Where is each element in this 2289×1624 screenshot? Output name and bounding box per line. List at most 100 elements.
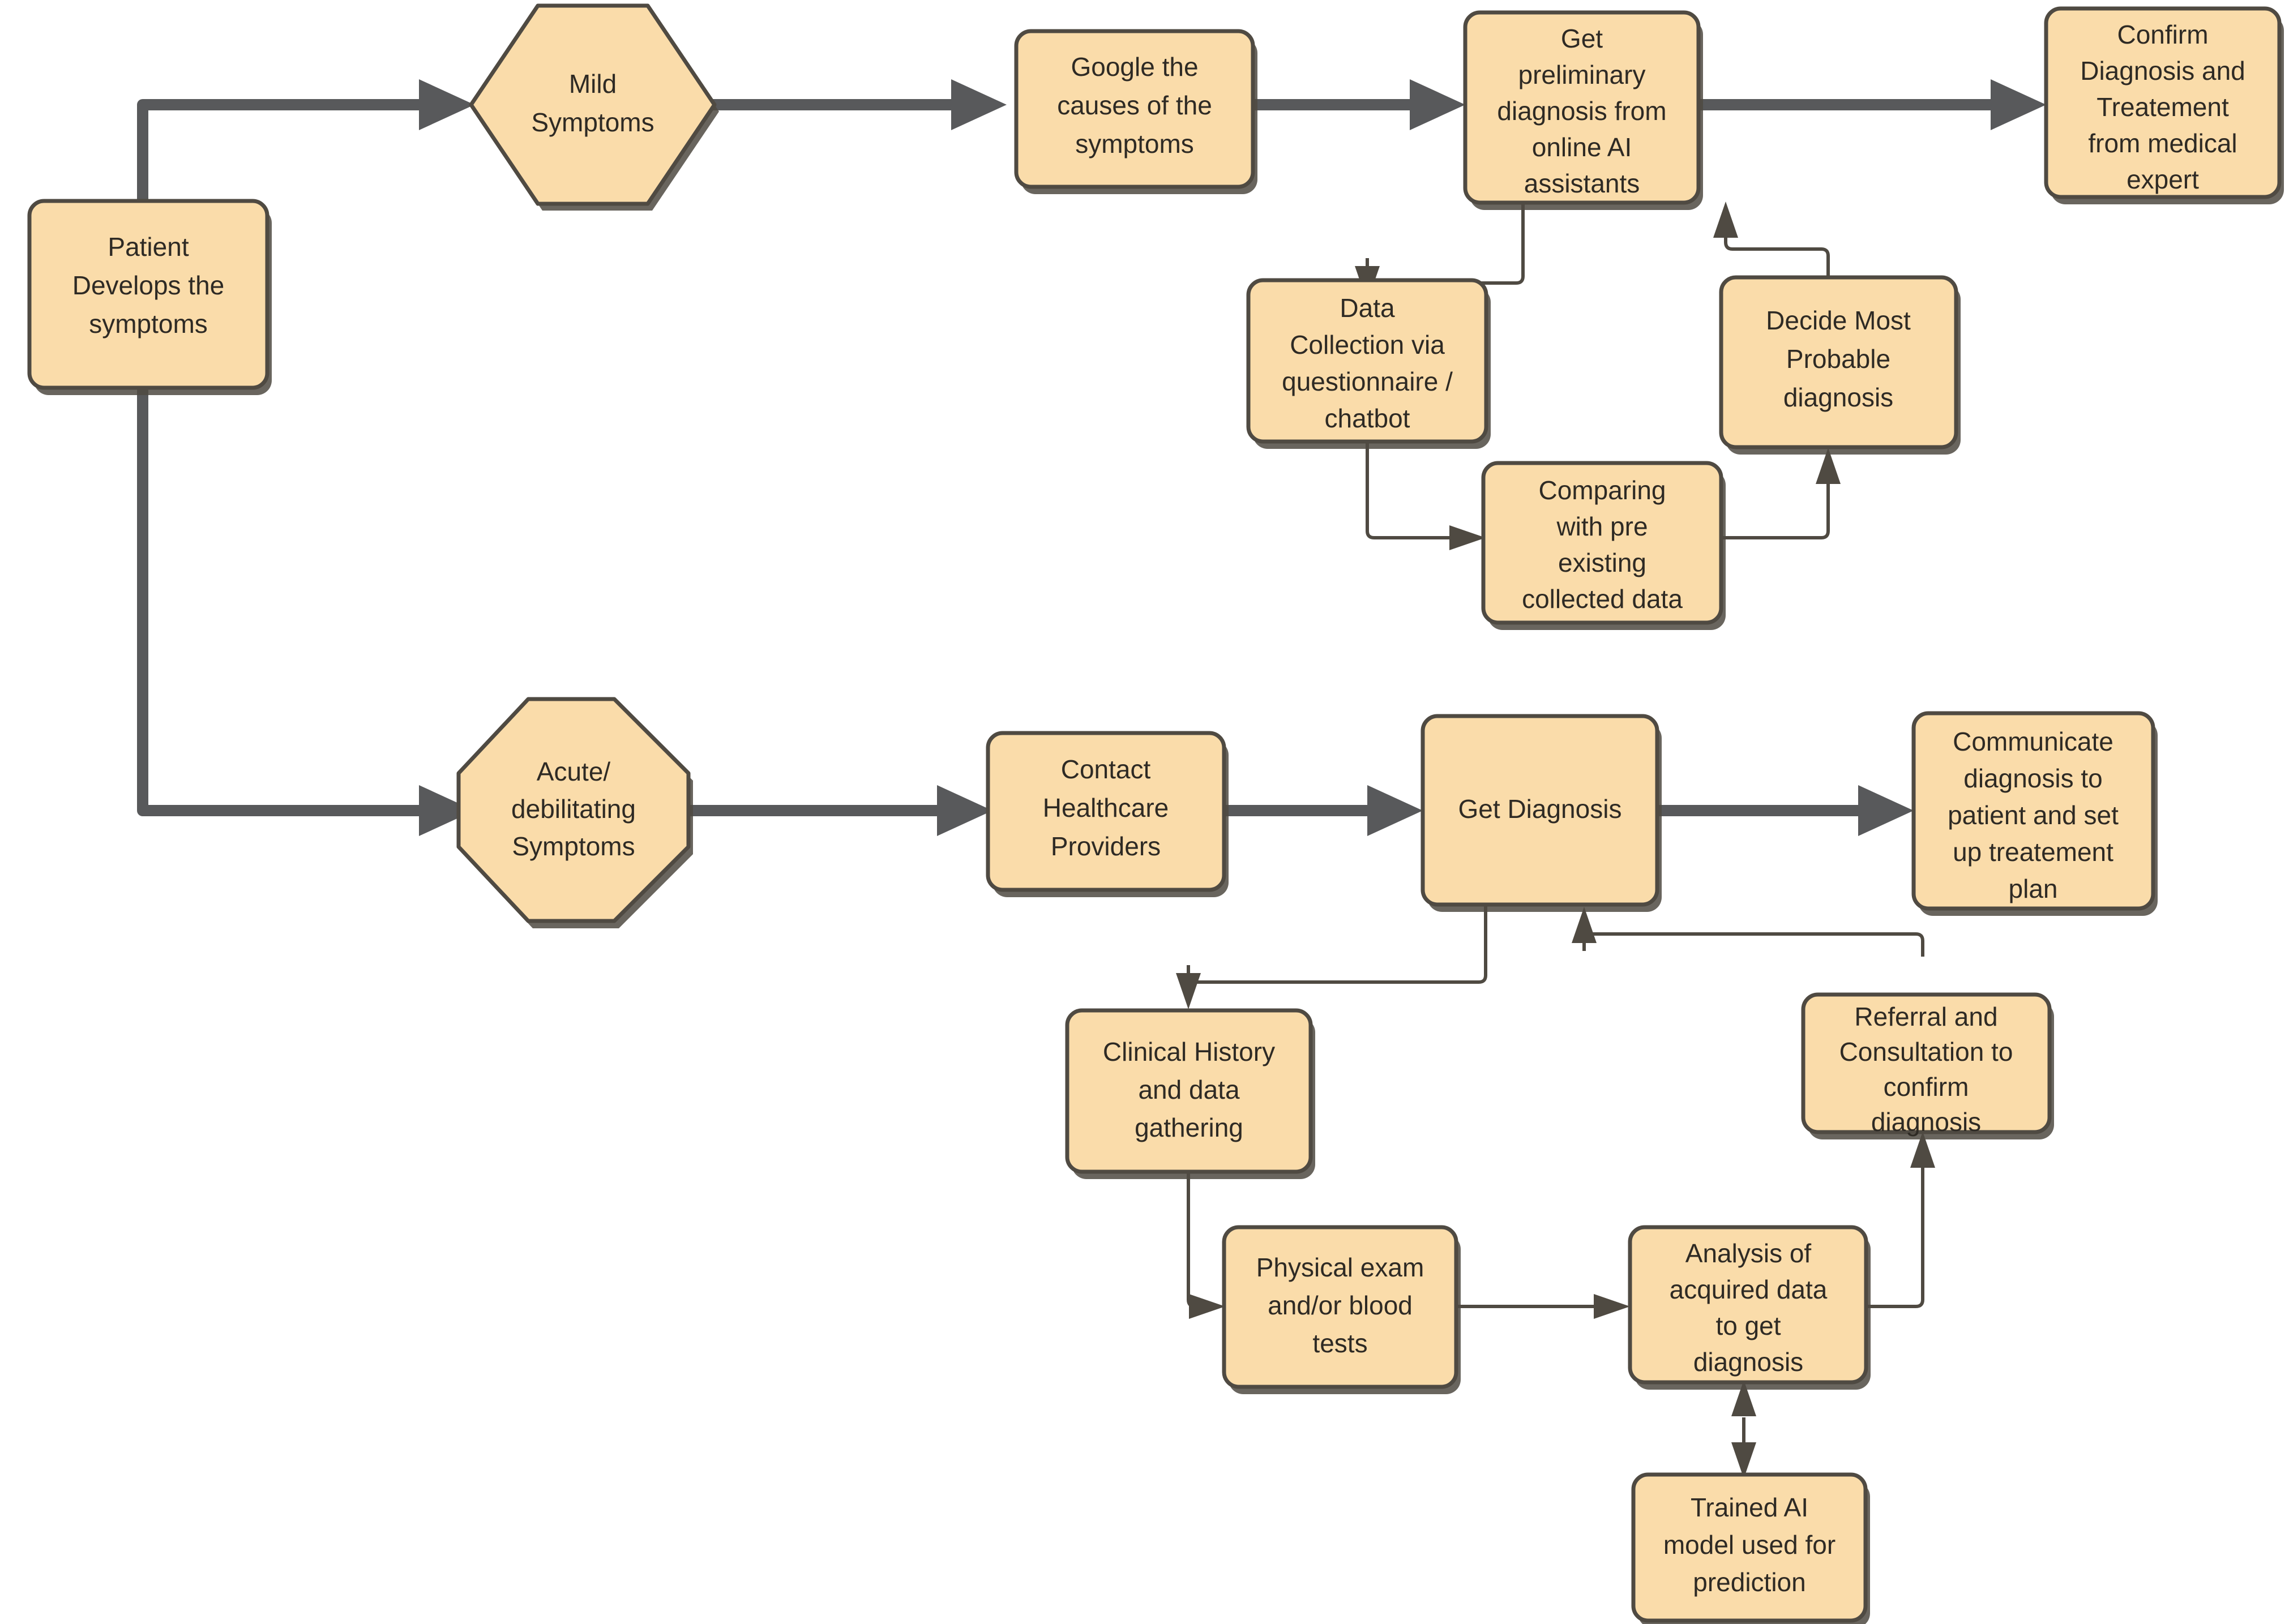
arrowhead-patient-to-acute <box>419 785 474 836</box>
node-label-line: Healthcare <box>1043 793 1169 822</box>
node-label-line: Mild <box>569 69 617 98</box>
edge-datacollection-to-comparing <box>1366 442 1449 539</box>
edge-decide-to-preliminary <box>1724 238 1830 277</box>
node-label-line: diagnosis from <box>1497 96 1666 126</box>
node-label-line: existing <box>1558 548 1646 577</box>
arrowhead-trainedai-down <box>1731 1442 1756 1479</box>
node-contact-healthcare[interactable]: Contact Healthcare Providers <box>986 731 1229 897</box>
arrowhead-comparing-to-decide <box>1816 448 1841 484</box>
node-clinical-history[interactable]: Clinical History and data gathering <box>1065 1008 1315 1179</box>
node-trained-ai-model[interactable]: Trained AI model used for prediction <box>1631 1472 1870 1624</box>
node-label-line: Get <box>1561 24 1603 53</box>
arrowhead-contact-to-getdiagnosis <box>1367 785 1423 836</box>
node-label-line: Consultation to <box>1839 1037 2013 1066</box>
node-label-line: plan <box>2009 874 2058 903</box>
node-label-line: patient and set <box>1948 800 2119 830</box>
node-label-line: Trained AI <box>1691 1493 1808 1522</box>
node-label-line: diagnosis <box>1871 1107 1981 1137</box>
node-get-preliminary[interactable]: Get preliminary diagnosis from online AI… <box>1463 10 1703 210</box>
node-get-diagnosis[interactable]: Get Diagnosis <box>1421 714 1662 912</box>
node-label-line: questionnaire / <box>1282 367 1453 396</box>
node-label-line: causes of the <box>1057 91 1212 120</box>
node-label-line: Providers <box>1051 832 1161 861</box>
edge-referral-to-getdiagnosis <box>1582 925 1924 957</box>
node-label-line: prediction <box>1693 1567 1805 1597</box>
edge-getdiagnosis-to-clinicalhistory <box>1187 905 1487 991</box>
arrowhead-trainedai-up <box>1731 1380 1756 1416</box>
edge-patient-to-acute <box>137 351 419 816</box>
node-google-causes[interactable]: Google the causes of the symptoms <box>1014 29 1257 194</box>
node-label-line: and data <box>1138 1075 1239 1104</box>
node-label-line: diagnosis to <box>1963 764 2103 793</box>
node-label-line: Develops the <box>72 271 225 300</box>
node-patient-develops[interactable]: Patient Develops the symptoms <box>27 199 272 395</box>
arrowhead-datacollection-to-comparing <box>1449 525 1486 550</box>
node-label-line: Contact <box>1061 755 1151 784</box>
node-label-line: Probable <box>1786 344 1890 374</box>
node-label-line: model used for <box>1663 1530 1836 1559</box>
arrowhead-getdiagnosis-to-communicate <box>1858 785 1914 836</box>
node-label-line: from medical <box>2088 128 2237 158</box>
arrowhead-preliminary-to-confirm <box>1991 79 2046 130</box>
node-analysis-acquired[interactable]: Analysis of acquired data to get diagnos… <box>1628 1225 1871 1390</box>
node-label-line: Get Diagnosis <box>1458 794 1622 824</box>
node-referral-consultation[interactable]: Referral and Consultation to confirm dia… <box>1801 992 2054 1139</box>
node-label-line: Symptoms <box>512 832 635 861</box>
arrowhead-mild-to-google <box>951 79 1007 130</box>
node-label-line: Symptoms <box>531 108 654 137</box>
arrowhead-referral-to-getdiagnosis <box>1572 907 1597 943</box>
edge-clinicalhistory-to-physicalexam <box>1187 1172 1197 1308</box>
arrowhead-analysis-to-referral <box>1910 1132 1935 1168</box>
node-label-line: Physical exam <box>1256 1253 1424 1282</box>
node-confirm-diagnosis[interactable]: Confirm Diagnosis and Treatement from me… <box>2044 6 2284 204</box>
node-label-line: Collection via <box>1290 330 1445 359</box>
node-label-line: expert <box>2127 165 2199 194</box>
node-label-line: diagnosis <box>1693 1347 1803 1377</box>
node-label-line: Decide Most <box>1766 306 1911 335</box>
arrowhead-physicalexam-to-analysis <box>1594 1294 1630 1319</box>
node-label-line: tests <box>1312 1329 1367 1358</box>
node-label-line: Data <box>1340 293 1395 323</box>
arrowhead-getdiagnosis-to-clinicalhistory <box>1176 973 1201 1009</box>
node-label-line: debilitating <box>511 794 636 824</box>
arrowhead-clinicalhistory-to-physicalexam <box>1189 1294 1225 1319</box>
node-label-line: online AI <box>1532 132 1632 162</box>
node-label-line: confirm <box>1884 1072 1969 1102</box>
node-label-line: Comparing <box>1539 475 1666 505</box>
node-label-line: diagnosis <box>1783 383 1893 412</box>
arrowhead-acute-to-contact <box>937 785 992 836</box>
node-comparing-pre-existing[interactable]: Comparing with pre existing collected da… <box>1481 461 1726 630</box>
node-mild-symptoms[interactable]: Mild Symptoms <box>469 3 719 211</box>
node-acute-symptoms[interactable]: Acute/ debilitating Symptoms <box>456 697 693 928</box>
edge-comparing-to-decide <box>1721 484 1830 539</box>
node-label-line: and/or blood <box>1268 1291 1413 1320</box>
node-label-line: acquired data <box>1670 1275 1828 1304</box>
node-label-line: Confirm <box>2117 20 2208 49</box>
arrowhead-google-to-preliminary <box>1410 79 1465 130</box>
bottom-subprocess-edges <box>1176 905 1935 1479</box>
node-data-collection[interactable]: Data Collection via questionnaire / chat… <box>1246 278 1491 449</box>
node-label-line: up treatement <box>1953 837 2113 867</box>
node-physical-exam[interactable]: Physical exam and/or blood tests <box>1222 1225 1461 1394</box>
arrowhead-patient-to-mild <box>419 79 474 130</box>
node-label-line: to get <box>1715 1311 1781 1340</box>
node-label-line: Patient <box>108 232 189 262</box>
node-label-line: Diagnosis and <box>2080 56 2245 85</box>
node-label-line: Google the <box>1071 52 1198 82</box>
node-label-line: Acute/ <box>537 757 611 786</box>
edge-preliminary-to-datacollection <box>1366 203 1525 292</box>
node-label-line: with pre <box>1556 512 1648 541</box>
node-communicate-diagnosis[interactable]: Communicate diagnosis to patient and set… <box>1911 711 2158 916</box>
node-label-line: chatbot <box>1325 404 1410 433</box>
node-label-line: preliminary <box>1518 60 1646 89</box>
node-label-line: Referral and <box>1854 1002 1997 1031</box>
node-label-line: Communicate <box>1953 727 2113 756</box>
node-label-line: collected data <box>1522 584 1683 614</box>
node-label-line: Analysis of <box>1685 1239 1812 1268</box>
node-decide-most-probable[interactable]: Decide Most Probable diagnosis <box>1719 275 1961 455</box>
node-label-line: symptoms <box>1075 129 1194 158</box>
main-flow-edges <box>137 79 2046 836</box>
arrowhead-decide-to-preliminary <box>1713 202 1738 238</box>
